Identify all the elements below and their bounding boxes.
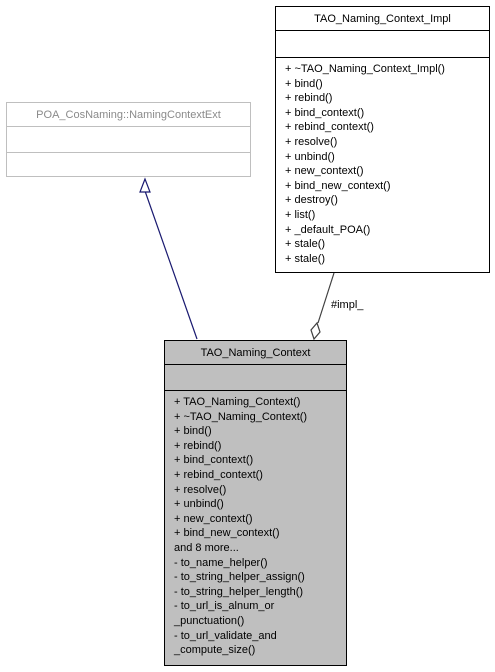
class-name-main: TAO_Naming_Context bbox=[165, 341, 346, 365]
attributes-section-main bbox=[165, 365, 346, 391]
method-item: + resolve() bbox=[174, 483, 227, 496]
attributes-section-impl bbox=[276, 31, 489, 58]
method-item: + stale() bbox=[285, 238, 326, 251]
method-item: + rebind() bbox=[285, 92, 333, 105]
class-box-base[interactable]: POA_CosNaming::NamingContextExt bbox=[6, 102, 251, 177]
attributes-section-base bbox=[7, 127, 250, 153]
method-item: + bind_new_context() bbox=[174, 527, 280, 540]
method-item: + _default_POA() bbox=[285, 223, 371, 236]
inheritance-edge bbox=[144, 190, 198, 340]
composition-edge bbox=[317, 272, 335, 324]
class-box-impl[interactable]: TAO_Naming_Context_Impl + ~TAO_Naming_Co… bbox=[275, 6, 490, 273]
method-item: _compute_size() bbox=[174, 644, 256, 657]
class-name-base: POA_CosNaming::NamingContextExt bbox=[7, 103, 250, 127]
class-name-impl: TAO_Naming_Context_Impl bbox=[276, 7, 489, 31]
method-item: - to_url_validate_and bbox=[174, 629, 277, 642]
class-box-main[interactable]: TAO_Naming_Context + TAO_Naming_Context(… bbox=[164, 340, 347, 666]
methods-section-main: + TAO_Naming_Context() + ~TAO_Naming_Con… bbox=[165, 391, 346, 658]
method-item: + bind_new_context() bbox=[285, 179, 391, 192]
method-item: - to_string_helper_length() bbox=[174, 585, 304, 598]
method-item: + unbind() bbox=[285, 150, 335, 163]
method-item: + rebind() bbox=[174, 439, 222, 452]
method-item: + new_context() bbox=[174, 512, 253, 525]
method-item: + list() bbox=[285, 208, 316, 221]
method-item: + bind_context() bbox=[285, 106, 365, 119]
method-item: + bind() bbox=[285, 77, 323, 90]
method-item: - to_string_helper_assign() bbox=[174, 571, 305, 584]
method-item: + TAO_Naming_Context() bbox=[174, 396, 301, 408]
method-item: + stale() bbox=[285, 252, 326, 265]
method-more-link[interactable]: and 8 more... bbox=[174, 541, 239, 554]
method-item: + destroy() bbox=[285, 194, 338, 207]
method-item: _punctuation() bbox=[174, 614, 245, 627]
method-item: - to_name_helper() bbox=[174, 556, 268, 569]
method-item: + new_context() bbox=[285, 165, 364, 178]
method-item: + bind_context() bbox=[174, 454, 254, 467]
method-item: + unbind() bbox=[174, 498, 224, 511]
method-item: + bind() bbox=[174, 425, 212, 438]
method-item: + rebind_context() bbox=[285, 121, 374, 134]
method-item: + rebind_context() bbox=[174, 468, 263, 481]
composition-label: #impl_ bbox=[331, 299, 364, 311]
inheritance-arrowhead bbox=[139, 177, 151, 193]
method-item: + resolve() bbox=[285, 135, 338, 148]
methods-section-impl: + ~TAO_Naming_Context_Impl() + bind() + … bbox=[276, 58, 489, 266]
method-item: + ~TAO_Naming_Context() bbox=[174, 410, 308, 423]
method-item: - to_url_is_alnum_or bbox=[174, 600, 275, 613]
composition-diamond bbox=[310, 321, 321, 341]
method-item: + ~TAO_Naming_Context_Impl() bbox=[285, 63, 445, 75]
